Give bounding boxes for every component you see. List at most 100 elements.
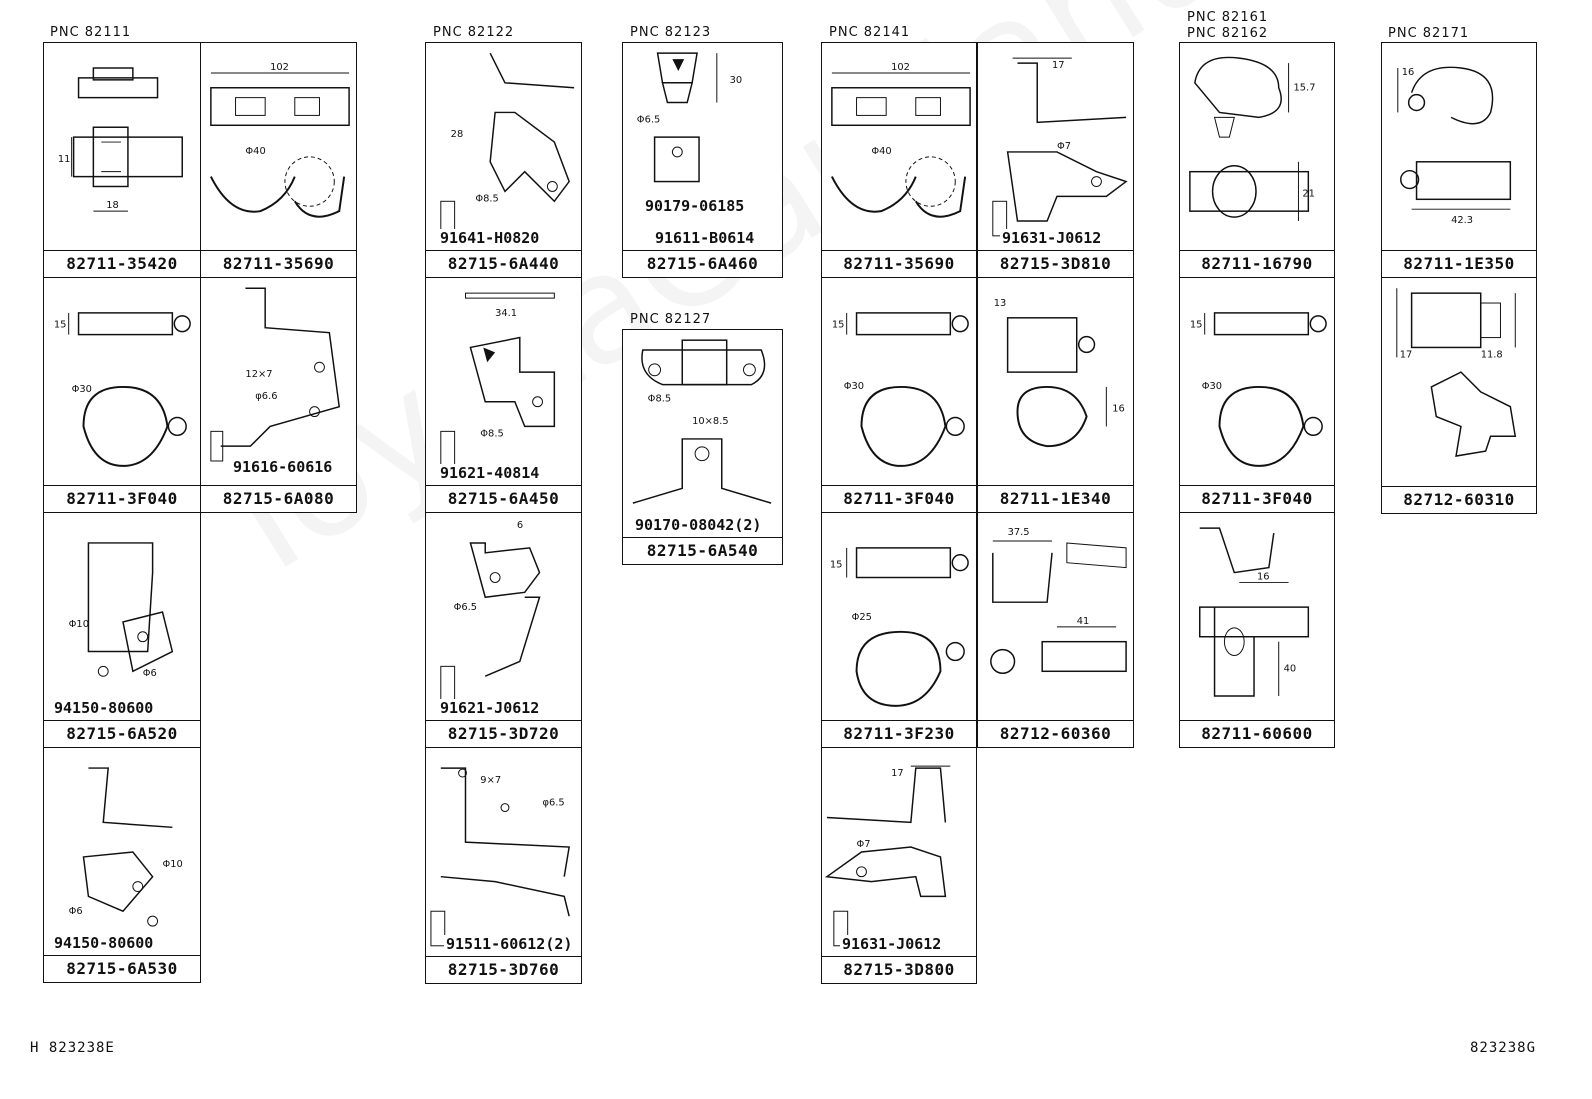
part-number[interactable]: 82715-6A520 [44, 720, 200, 747]
part-number[interactable]: 82715-3D810 [978, 250, 1133, 277]
clamp-drawing: 15 Φ30 [822, 278, 976, 485]
sub-part-number[interactable]: 94150-80600 [52, 699, 154, 717]
sub-part-number[interactable]: 94150-80600 [52, 934, 154, 952]
part-cell[interactable]: 28 Φ8.5 91641-H0820 82715-6A440 [425, 42, 582, 278]
part-number[interactable]: 82715-6A450 [426, 485, 581, 512]
dim-label: 34.1 [495, 308, 517, 319]
part-cell[interactable]: 12×7 φ6.6 91616-60616 82715-6A080 [200, 277, 357, 513]
column-82161: 15.7 21 82711-16790 15 Φ30 82711-3F040 [1179, 42, 1335, 748]
dim-label: Φ10 [162, 859, 182, 870]
part-cell[interactable]: 15 Φ30 82711-3F040 [821, 277, 977, 513]
part-number[interactable]: 82715-3D720 [426, 720, 581, 747]
part-number[interactable]: 82712-60310 [1382, 486, 1536, 513]
part-number[interactable]: 82711-3F230 [822, 720, 976, 747]
sub-part-number[interactable]: 91621-40814 [438, 464, 540, 482]
sub-part-number[interactable]: 90170-08042(2) [633, 516, 762, 534]
dim-label: 18 [106, 200, 119, 211]
part-number[interactable]: 82711-35690 [201, 250, 356, 277]
column-82122: 28 Φ8.5 91641-H0820 82715-6A440 34.1 Φ8.… [425, 42, 582, 984]
part-cell[interactable]: 34.1 Φ8.5 91621-40814 82715-6A450 [425, 277, 582, 513]
clamp-drawing: 15 Φ30 [1180, 278, 1334, 485]
sub-part-number[interactable]: 91616-60616 [231, 458, 333, 476]
part-number[interactable]: 82715-6A080 [201, 485, 356, 512]
dim-label: 15 [54, 320, 67, 331]
clamp-drawing: 102 Φ40 [201, 43, 356, 250]
dim-label: 102 [891, 62, 910, 73]
part-cell[interactable]: Φ10 Φ6 94150-80600 82715-6A530 [43, 747, 201, 983]
dim-label: 17 [891, 768, 904, 779]
part-number[interactable]: 82711-35420 [44, 250, 200, 277]
sub-part-number[interactable]: 91611-B0614 [653, 229, 755, 247]
part-number[interactable]: 82715-3D800 [822, 956, 976, 983]
column-82141-right: 17 Φ7 91631-J0612 82715-3D810 13 16 8271… [977, 42, 1134, 748]
column-82123: 30 Φ6.5 90179-06185 91611-B0614 82715-6A… [622, 42, 783, 278]
part-cell[interactable]: 16 40 82711-60600 [1179, 512, 1335, 748]
pnc-label-82123: PNC 82123 [630, 25, 712, 40]
sub-part-number[interactable]: 90179-06185 [643, 197, 745, 215]
sub-part-number[interactable]: 91641-H0820 [438, 229, 540, 247]
part-number[interactable]: 82711-60600 [1180, 720, 1334, 747]
part-cell[interactable]: 6 Φ6.5 91621-J0612 82715-3D720 [425, 512, 582, 748]
part-number[interactable]: 82711-3F040 [822, 485, 976, 512]
dim-label: 102 [270, 62, 289, 73]
dim-label: 15 [1190, 320, 1203, 331]
dim-label: Φ7 [857, 839, 871, 850]
part-number[interactable]: 82711-16790 [1180, 250, 1334, 277]
part-number[interactable]: 82711-35690 [822, 250, 976, 277]
part-cell[interactable]: 102 Φ40 82711-35690 [821, 42, 977, 278]
bracket-drawing: Φ10 Φ6 [44, 513, 200, 720]
part-cell[interactable]: 16 42.3 82711-1E350 [1381, 42, 1537, 278]
part-number[interactable]: 82715-6A530 [44, 955, 200, 982]
part-cell[interactable]: 15 Φ30 82711-3F040 [43, 277, 201, 513]
part-number[interactable]: 82715-6A460 [623, 250, 782, 277]
part-number[interactable]: 82711-1E350 [1382, 250, 1536, 277]
bracket-drawing: Φ8.5 10×8.5 [623, 330, 782, 537]
part-cell[interactable]: 15 Φ25 82711-3F230 [821, 512, 977, 748]
part-number[interactable]: 82711-1E340 [978, 485, 1133, 512]
dim-label: φ6.5 [542, 798, 564, 809]
pnc-label-82141: PNC 82141 [829, 25, 911, 40]
dim-label: 6 [517, 520, 523, 531]
part-number[interactable]: 82711-3F040 [44, 485, 200, 512]
part-cell[interactable]: Φ10 Φ6 94150-80600 82715-6A520 [43, 512, 201, 748]
part-cell[interactable]: 17 Φ7 91631-J0612 82715-3D810 [977, 42, 1134, 278]
part-number[interactable]: 82715-6A440 [426, 250, 581, 277]
dim-label: 12×7 [245, 369, 272, 380]
sub-part-number[interactable]: 91631-J0612 [1000, 229, 1102, 247]
part-number[interactable]: 82711-3F040 [1180, 485, 1334, 512]
clip-drawing: 16 42.3 [1382, 43, 1536, 250]
column-82111-left: 11 18 82711-35420 15 Φ30 82711-3F040 [43, 42, 201, 983]
part-cell[interactable]: 9×7 φ6.5 91511-60612(2) 82715-3D760 [425, 747, 582, 984]
part-number[interactable]: 82715-6A540 [623, 537, 782, 564]
part-cell[interactable]: 17 11.8 82712-60310 [1381, 277, 1537, 514]
dim-label: Φ6.5 [454, 602, 477, 613]
part-cell[interactable]: 15.7 21 82711-16790 [1179, 42, 1335, 278]
part-cell[interactable]: 17 Φ7 91631-J0612 82715-3D800 [821, 747, 977, 984]
part-cell[interactable]: 11 18 82711-35420 [43, 42, 201, 278]
bracket-drawing: 12×7 φ6.6 [201, 278, 356, 485]
part-cell[interactable]: Φ8.5 10×8.5 90170-08042(2) 82715-6A540 [622, 329, 783, 565]
dim-label: 21 [1302, 188, 1315, 199]
part-cell[interactable]: 15 Φ30 82711-3F040 [1179, 277, 1335, 513]
part-cell[interactable]: 37.5 41 82712-60360 [977, 512, 1134, 748]
part-cell[interactable]: 30 Φ6.5 90179-06185 91611-B0614 82715-6A… [622, 42, 783, 278]
part-cell[interactable]: 102 Φ40 82711-35690 [200, 42, 357, 278]
part-number[interactable]: 82712-60360 [978, 720, 1133, 747]
bracket-drawing: 9×7 φ6.5 [426, 748, 581, 956]
clamp-drawing: 15 Φ30 [44, 278, 200, 485]
dim-label: 28 [451, 129, 464, 140]
sub-part-number[interactable]: 91511-60612(2) [444, 935, 573, 953]
dim-label: Φ30 [72, 384, 92, 395]
dim-label: 16 [1257, 571, 1270, 582]
dim-label: 42.3 [1451, 215, 1473, 226]
sub-part-number[interactable]: 91631-J0612 [840, 935, 942, 953]
dim-label: 11 [58, 154, 71, 165]
dim-label: 30 [730, 75, 743, 86]
part-number[interactable]: 82715-3D760 [426, 956, 581, 983]
bracket-drawing: 34.1 Φ8.5 [426, 278, 581, 485]
dim-label: 10×8.5 [692, 416, 729, 427]
pnc-label-82122: PNC 82122 [433, 25, 515, 40]
sub-part-number[interactable]: 91621-J0612 [438, 699, 540, 717]
part-cell[interactable]: 13 16 82711-1E340 [977, 277, 1134, 513]
